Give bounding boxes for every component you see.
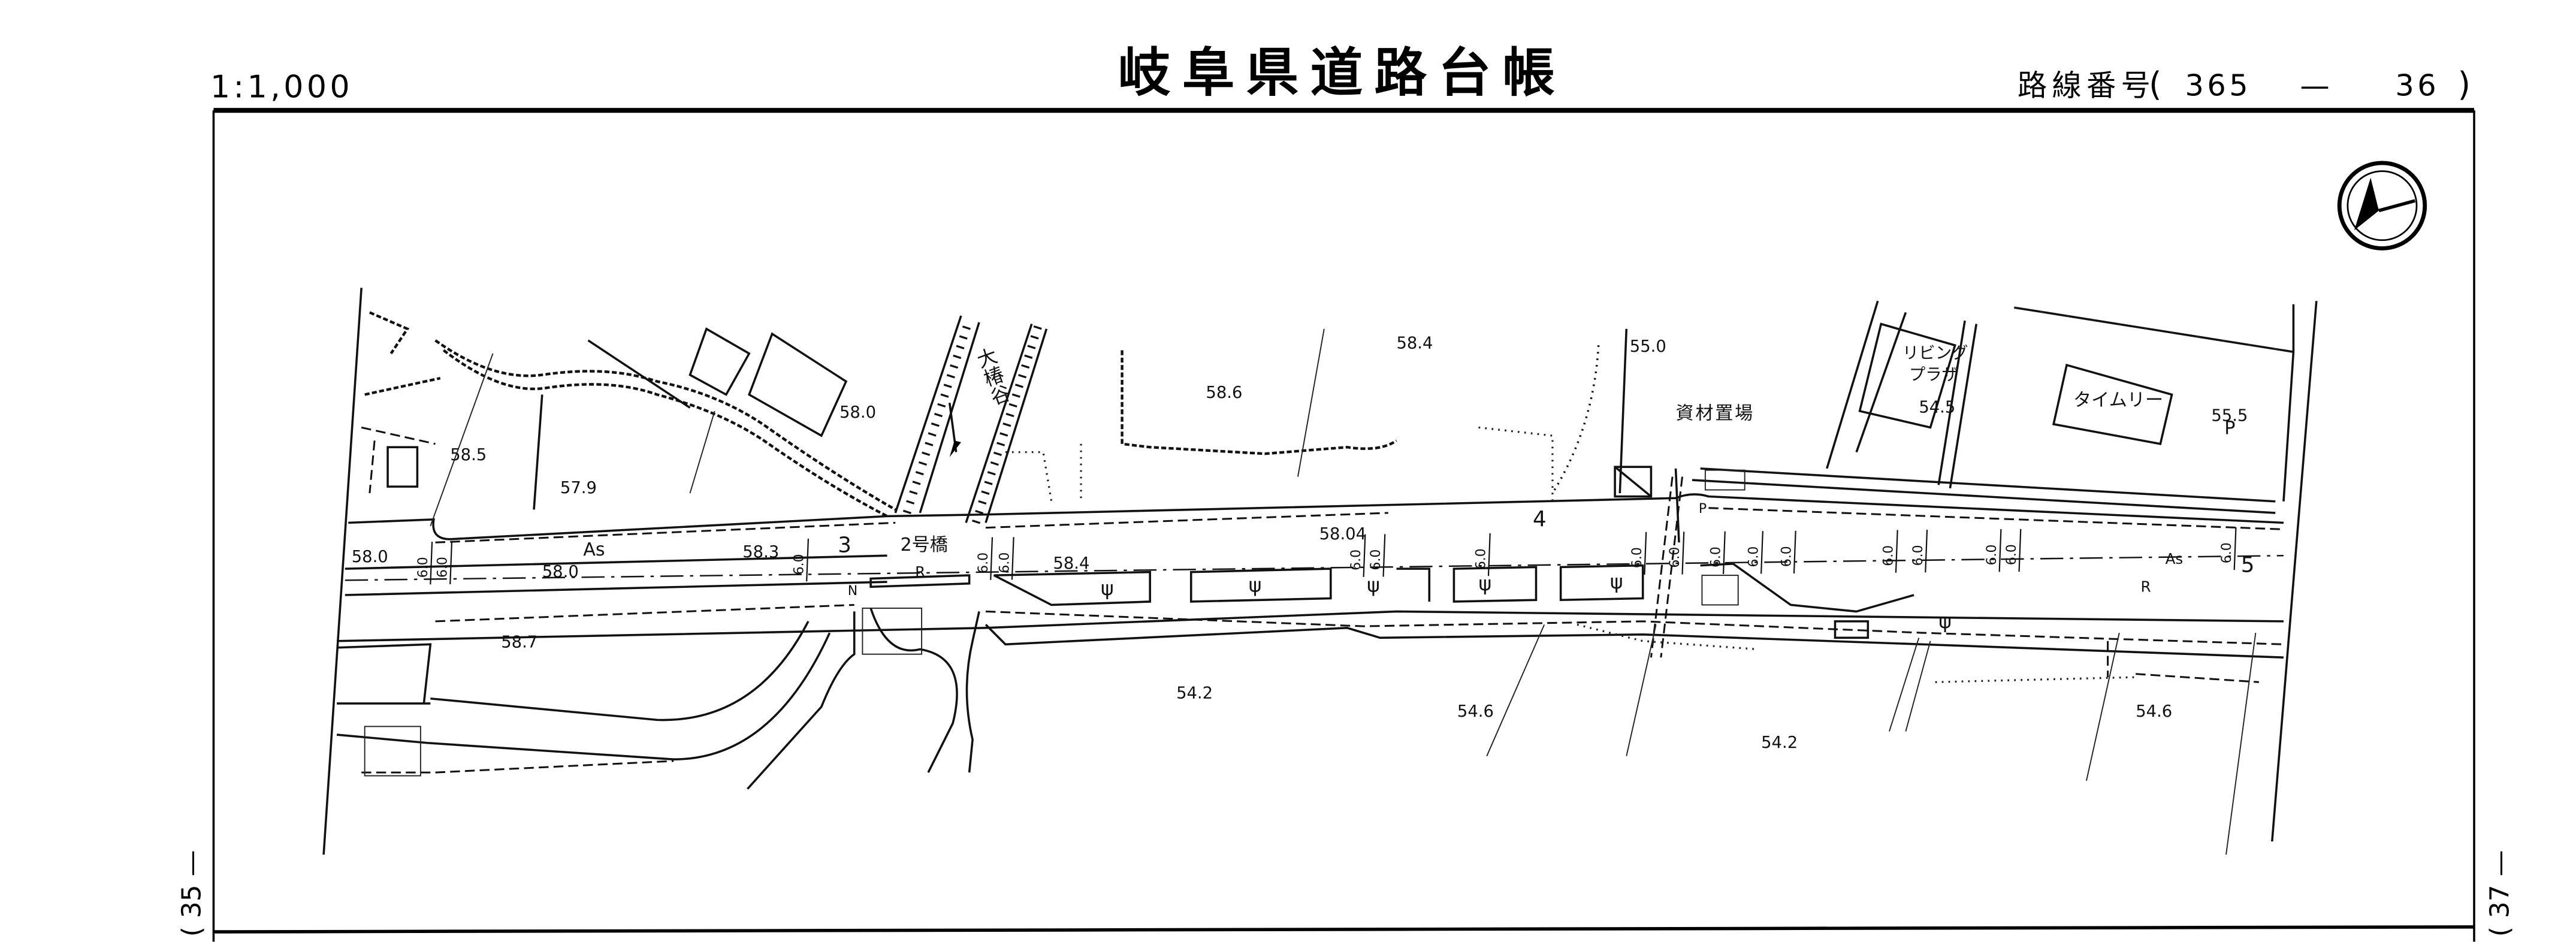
width-marker-line: [1363, 534, 1366, 577]
elevation: 58.7: [501, 633, 537, 652]
width-marker-label: 6.0: [1369, 550, 1384, 570]
elevation: 54.6: [1457, 702, 1494, 721]
width-marker-line: [2018, 529, 2022, 572]
width-marker-label: 6.0: [997, 552, 1012, 573]
width-marker-line: [1895, 530, 1898, 573]
width-marker-label: 6.0: [1630, 547, 1645, 568]
width-marker-label: 6.0: [1709, 547, 1724, 567]
station-3: 3: [838, 533, 851, 558]
svg-text:ψ: ψ: [1101, 576, 1114, 600]
width-marker-line: [2233, 527, 2237, 570]
width-marker-label: 6.0: [1911, 545, 1926, 566]
route-close-paren: ): [2458, 65, 2471, 104]
elevation: 58.4: [1396, 334, 1433, 353]
right-page-ref: ( 37 —: [2485, 850, 2515, 937]
surface-r: R: [2140, 578, 2151, 596]
surface-as: As: [2166, 550, 2184, 567]
sheet-frame: [212, 108, 2475, 942]
parking-mark: P: [2224, 418, 2235, 439]
elevation: 58.4: [1053, 554, 1089, 573]
elevation: 54.5: [1919, 398, 1955, 417]
svg-text:ψ: ψ: [1938, 609, 1952, 633]
road-centerline: [345, 554, 2284, 581]
elevation: 57.9: [560, 479, 597, 497]
elevation: 58.3: [742, 543, 779, 561]
width-marker-line: [1722, 531, 1726, 575]
north-arrow-icon: [2337, 161, 2427, 250]
width-marker-line: [1925, 529, 1928, 573]
width-marker-label: 6.0: [2004, 544, 2019, 565]
elevation: 54.6: [2136, 702, 2172, 721]
road-south-edge: [337, 610, 2284, 642]
elevation: 58.04: [1319, 525, 1366, 544]
elevation: 55.5: [2211, 406, 2248, 425]
route-dash: —: [2300, 68, 2329, 103]
width-marker-label: 6.0: [976, 552, 991, 573]
elevation: 58.6: [1206, 384, 1242, 402]
station-4: 4: [1533, 507, 1547, 532]
map-scale: 1:1,000: [210, 69, 353, 105]
tree-icon: ψ ψ ψ ψ ψ ψ: [1101, 570, 1952, 633]
place-living-plaza: リビング: [1902, 344, 1968, 363]
width-marker-label: 6.0: [1985, 544, 2000, 565]
left-page-ref: ( 35 —: [176, 850, 207, 937]
road-width-markers: 6.0 6.0 6.0 6.0 6.0 6.0 6.0 6.0 6.0 6.0 6.0 6.0 6.0 6…: [416, 527, 2237, 585]
width-marker-line: [1382, 534, 1386, 577]
elevation: 58.0: [352, 548, 388, 566]
width-marker-label: 6.0: [792, 554, 807, 575]
svg-text:ψ: ψ: [1479, 572, 1492, 595]
surface-r: R: [915, 563, 925, 581]
road-south-curb: [435, 603, 2284, 645]
width-marker-line: [449, 541, 453, 585]
river-name: 大椿谷: [971, 345, 1013, 408]
width-marker-label: 6.0: [436, 557, 451, 578]
route-number: 路線番号 ( 365 — 36 ): [2018, 65, 2471, 104]
bridge-name: 2号橋: [900, 535, 947, 555]
width-marker-label: 6.0: [416, 557, 431, 578]
width-marker-label: 6.0: [1349, 550, 1364, 570]
surface-as: As: [583, 539, 605, 560]
sheet-title: 岐阜県道路台帳: [1118, 42, 1566, 103]
width-marker-line: [990, 537, 993, 580]
width-marker-label: 6.0: [1779, 546, 1794, 567]
width-marker-label: 6.0: [1747, 547, 1762, 567]
width-marker-line: [1998, 529, 2002, 572]
svg-text:ψ: ψ: [1367, 573, 1380, 597]
north-mark: N: [848, 584, 857, 599]
svg-text:ψ: ψ: [1249, 573, 1262, 597]
width-marker-line: [1644, 532, 1647, 575]
elevation: 58.0: [839, 403, 876, 422]
route-number-sub: 36: [2395, 68, 2439, 103]
width-marker-label: 6.0: [1668, 547, 1683, 568]
width-marker-line: [1793, 530, 1796, 574]
parking-mark: P: [1699, 502, 1707, 517]
place-living-plaza: プラザ: [1909, 366, 1958, 384]
elevation: 55.0: [1630, 337, 1666, 356]
width-marker-label: 6.0: [1474, 548, 1489, 569]
place-timely: タイムリー: [2073, 390, 2163, 411]
station-5: 5: [2241, 553, 2255, 578]
width-marker-label: 6.0: [2219, 542, 2234, 563]
route-number-main: 365: [2185, 68, 2251, 103]
width-marker-line: [1011, 537, 1014, 580]
width-marker-label: 6.0: [1881, 545, 1896, 566]
road-north-edge: [348, 493, 2284, 541]
width-marker-line: [1487, 533, 1491, 576]
elevation: 58.5: [450, 446, 487, 464]
svg-text:ψ: ψ: [1610, 570, 1623, 593]
route-number-label: 路線番号: [2018, 68, 2155, 103]
width-marker-line: [1681, 532, 1685, 575]
road-north-curb: [435, 507, 2284, 544]
elevation: 58.0: [542, 563, 579, 581]
map-linework: ψ ψ ψ ψ ψ ψ: [322, 288, 2318, 855]
elevation: 54.2: [1761, 733, 1798, 752]
place-material-yard: 資材置場: [1676, 403, 1755, 424]
elevation: 54.2: [1176, 684, 1213, 703]
map-labels: 大椿谷 2号橋 3 4 5 As As R R P P N 資材置場 リビング …: [352, 334, 2255, 752]
route-open-paren: (: [2149, 65, 2161, 104]
width-marker-line: [1760, 531, 1763, 574]
width-marker-line: [430, 541, 433, 585]
width-marker-line: [806, 538, 810, 582]
